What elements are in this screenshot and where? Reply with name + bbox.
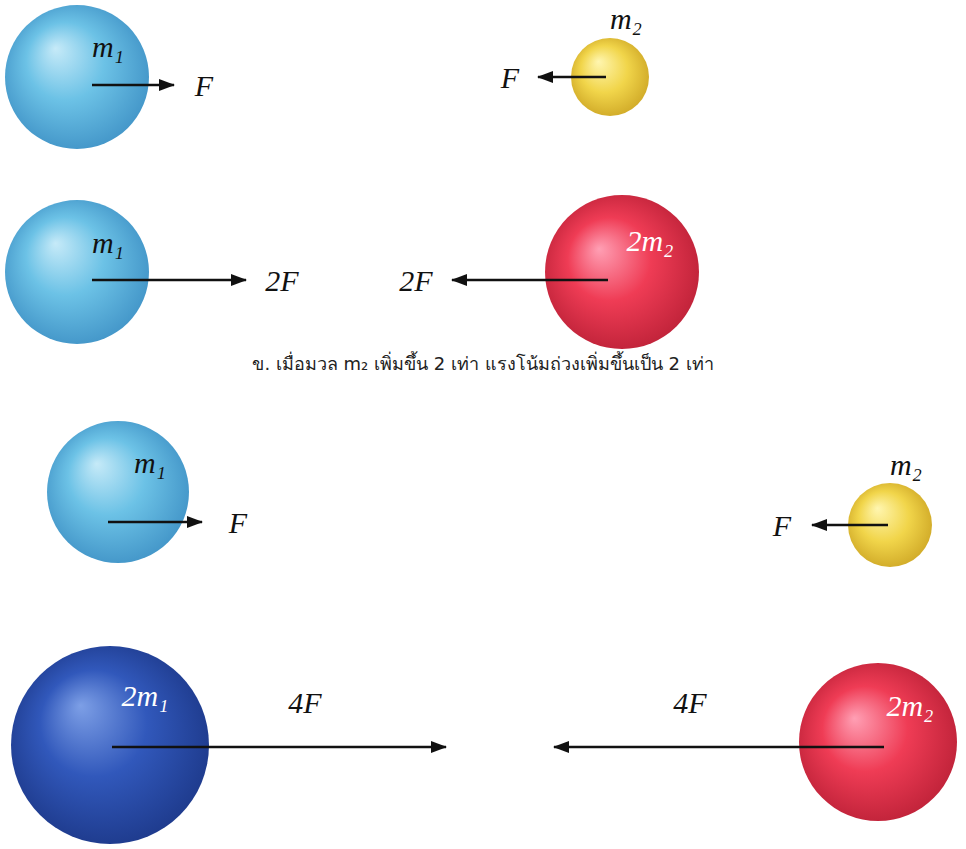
force-label: F [501, 61, 519, 94]
sphere-fill [545, 195, 699, 349]
mass-label-holder: m₁ [92, 226, 124, 259]
force-arrow [452, 279, 608, 282]
sphere-shape [4, 199, 150, 345]
mass-sphere: m₂ [847, 482, 933, 568]
sphere-shape [798, 662, 958, 822]
force-label-holder: F [229, 506, 247, 539]
mass-label: 2m₂ [626, 224, 673, 257]
sphere-fill [5, 5, 149, 149]
force-label: 2F [265, 264, 298, 297]
mass-label-holder: m₂ [610, 2, 642, 35]
sphere-fill [5, 200, 149, 344]
sphere-fill [47, 421, 189, 563]
mass-label: 2m₂ [886, 689, 933, 722]
force-arrow [92, 279, 246, 282]
mass-sphere: m₁ [4, 199, 150, 345]
force-label-holder: 2F [399, 264, 432, 297]
force-label: 4F [288, 686, 321, 719]
sphere-shape [570, 37, 650, 117]
force-label: 4F [673, 686, 706, 719]
mass-label-holder: 2m₂ [626, 224, 673, 257]
mass-sphere: 2m₁ [10, 645, 210, 845]
sphere-fill [11, 646, 209, 844]
force-label-holder: F [195, 69, 213, 102]
sphere-fill [848, 483, 932, 567]
force-arrow [812, 524, 888, 527]
force-label-holder: 4F [288, 686, 321, 719]
caption-holder: ข. เมื่อมวล m₂ เพิ่มขึ้น 2 เท่า แรงโน้มถ… [252, 354, 713, 374]
figure-caption: ข. เมื่อมวล m₂ เพิ่มขึ้น 2 เท่า แรงโน้มถ… [252, 354, 713, 374]
sphere-shape [46, 420, 190, 564]
force-arrow [554, 746, 884, 749]
mass-label: m₁ [92, 30, 124, 63]
mass-label: m₁ [134, 446, 166, 479]
mass-label-holder: 2m₁ [121, 679, 168, 712]
force-label-holder: 2F [265, 264, 298, 297]
force-arrow [108, 521, 202, 524]
mass-label: m₂ [890, 448, 922, 481]
mass-label-holder: m₁ [92, 30, 124, 63]
force-label-holder: F [501, 61, 519, 94]
mass-sphere: m₁ [46, 420, 190, 564]
mass-sphere: m₂ [570, 37, 650, 117]
mass-label: m₁ [92, 226, 124, 259]
sphere-fill [571, 38, 649, 116]
sphere-fill [799, 663, 957, 821]
mass-sphere: m₁ [4, 4, 150, 150]
force-label: F [229, 506, 247, 539]
sphere-shape [10, 645, 210, 845]
force-label-holder: 4F [673, 686, 706, 719]
mass-sphere: 2m₂ [798, 662, 958, 822]
mass-sphere: 2m₂ [544, 194, 700, 350]
sphere-shape [544, 194, 700, 350]
force-label-holder: F [773, 509, 791, 542]
force-label: F [773, 509, 791, 542]
sphere-shape [4, 4, 150, 150]
force-label: F [195, 69, 213, 102]
mass-label: 2m₁ [121, 679, 168, 712]
force-label: 2F [399, 264, 432, 297]
force-arrow [538, 76, 606, 79]
mass-label-holder: m₂ [890, 448, 922, 481]
sphere-shape [847, 482, 933, 568]
mass-label: m₂ [610, 2, 642, 35]
force-arrow [112, 746, 446, 749]
mass-label-holder: m₁ [134, 446, 166, 479]
mass-label-holder: 2m₂ [886, 689, 933, 722]
force-arrow [92, 84, 174, 87]
